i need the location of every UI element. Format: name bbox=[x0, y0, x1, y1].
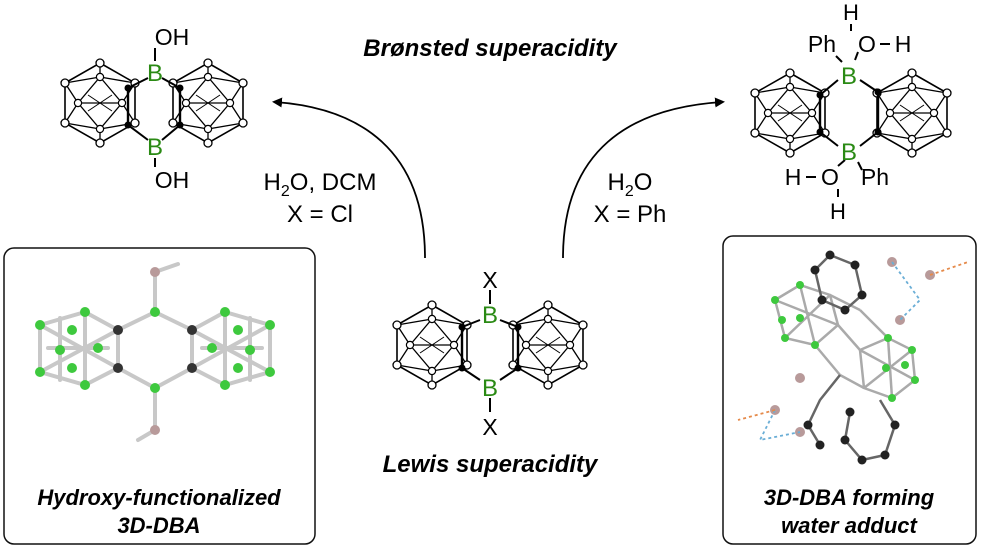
center-x-top: X bbox=[482, 267, 497, 293]
left-boron-top: B bbox=[147, 60, 163, 87]
right-o-bottom: O bbox=[821, 164, 839, 190]
right-boron-bottom: B bbox=[841, 139, 857, 166]
center-boron-bottom: B bbox=[482, 375, 498, 402]
bronsted-title: Brønsted superacidity bbox=[363, 35, 618, 62]
right-h-left: H bbox=[785, 164, 802, 190]
left-boron-bottom: B bbox=[147, 134, 163, 161]
right-reaction-arrow bbox=[562, 97, 725, 259]
left-crystal-atoms bbox=[35, 267, 275, 435]
center-boron-top: B bbox=[482, 302, 498, 329]
right-ph-bottom: Ph bbox=[861, 164, 889, 190]
right-h-bottom: H bbox=[830, 199, 846, 224]
center-reactant-structure: X B B X bbox=[392, 267, 588, 440]
left-product-structure: OH B B OH bbox=[60, 24, 248, 193]
right-caption-line1: 3D-DBA forming bbox=[764, 485, 935, 510]
right-ph-top: Ph bbox=[808, 31, 836, 57]
left-conditions-line1: H2O, DCM bbox=[264, 169, 377, 200]
lewis-title: Lewis superacidity bbox=[383, 451, 599, 478]
left-crystal-panel: Hydroxy-functionalized 3D-DBA bbox=[3, 247, 316, 545]
left-oh-top: OH bbox=[155, 24, 190, 50]
right-h-right: H bbox=[895, 31, 912, 57]
left-caption-line2: 3D-DBA bbox=[117, 513, 200, 538]
right-conditions-line1: H2O bbox=[608, 169, 653, 200]
right-boron-top: B bbox=[841, 63, 857, 90]
right-caption-line2: water adduct bbox=[781, 513, 918, 538]
left-conditions-line2: X = Cl bbox=[287, 201, 353, 228]
right-h-top: H bbox=[843, 0, 859, 25]
left-oh-bottom: OH bbox=[155, 167, 190, 193]
right-conditions-line2: X = Ph bbox=[594, 201, 667, 228]
right-crystal-structure-image bbox=[737, 250, 969, 465]
right-product-structure: H Ph O H B B H O Ph H bbox=[750, 0, 952, 224]
left-caption-line1: Hydroxy-functionalized bbox=[37, 485, 281, 510]
left-crystal-structure-image bbox=[38, 262, 272, 442]
left-reaction-arrow bbox=[272, 97, 426, 259]
center-x-bottom: X bbox=[482, 414, 497, 440]
right-o-top: O bbox=[858, 31, 876, 57]
right-crystal-panel: 3D-DBA forming water adduct bbox=[722, 235, 977, 545]
